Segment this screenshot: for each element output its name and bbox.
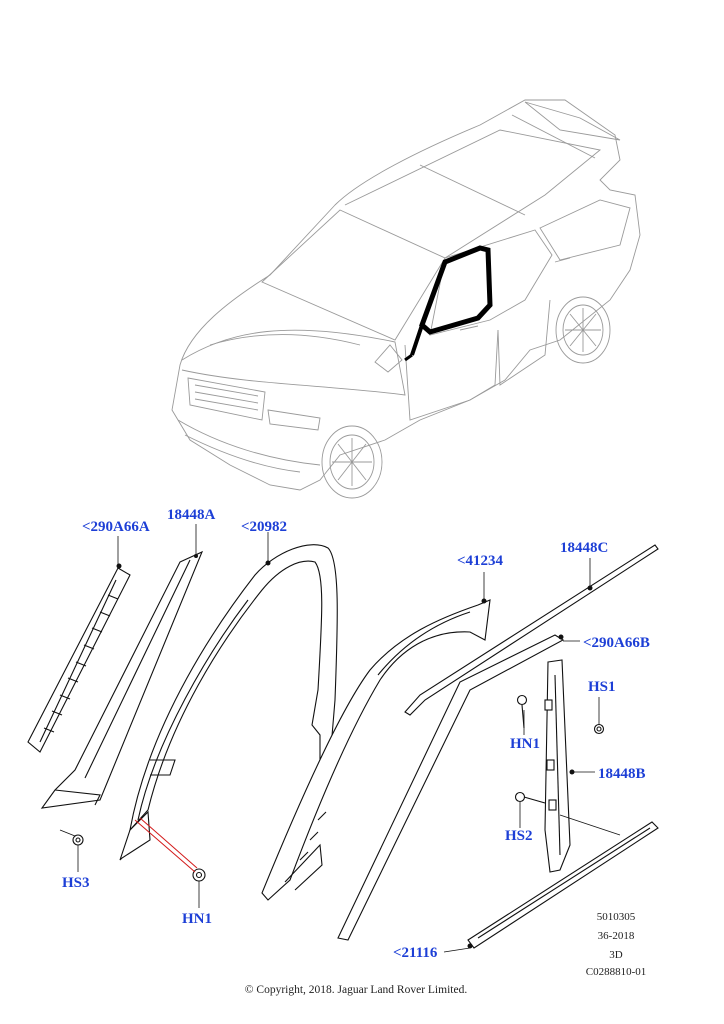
copyright: © Copyright, 2018. Jaguar Land Rover Lim…	[245, 984, 468, 996]
callout-41234: <41234	[457, 553, 504, 569]
callout-HS2: HS2	[505, 828, 533, 844]
part-41234	[261, 598, 491, 901]
callout-290A66B: <290A66B	[583, 635, 650, 651]
part-18448A	[40, 550, 204, 809]
part-18448B	[544, 659, 621, 873]
ref-number: 5010305	[597, 911, 636, 923]
ref-date: 36-2018	[598, 930, 635, 942]
part-290A66B	[337, 634, 565, 941]
vehicle-illustration	[171, 99, 641, 499]
callout-HN1-right: HN1	[510, 736, 540, 752]
ref-view: 3D	[609, 949, 623, 961]
ref-code: C0288810-01	[586, 966, 647, 978]
callout-18448A: 18448A	[167, 507, 216, 523]
callout-20982: <20982	[241, 519, 287, 535]
callout-290A66A: <290A66A	[82, 519, 150, 535]
part-290A66A	[27, 563, 131, 753]
leader-lines	[59, 524, 600, 953]
fastener-HS1	[593, 723, 605, 735]
callout-HS3: HS3	[62, 875, 90, 891]
part-21116	[467, 821, 659, 949]
callout-HS1: HS1	[588, 679, 616, 695]
callout-21116: <21116	[393, 945, 438, 961]
fastener-HS3	[72, 834, 84, 846]
callout-HN1-bottom: HN1	[182, 911, 212, 927]
fastener-HN1-right	[516, 694, 528, 729]
callout-18448B: 18448B	[598, 766, 646, 782]
callout-18448C: 18448C	[560, 540, 608, 556]
fastener-HN1-bottom	[192, 868, 206, 882]
fastener-HS2	[514, 791, 546, 804]
